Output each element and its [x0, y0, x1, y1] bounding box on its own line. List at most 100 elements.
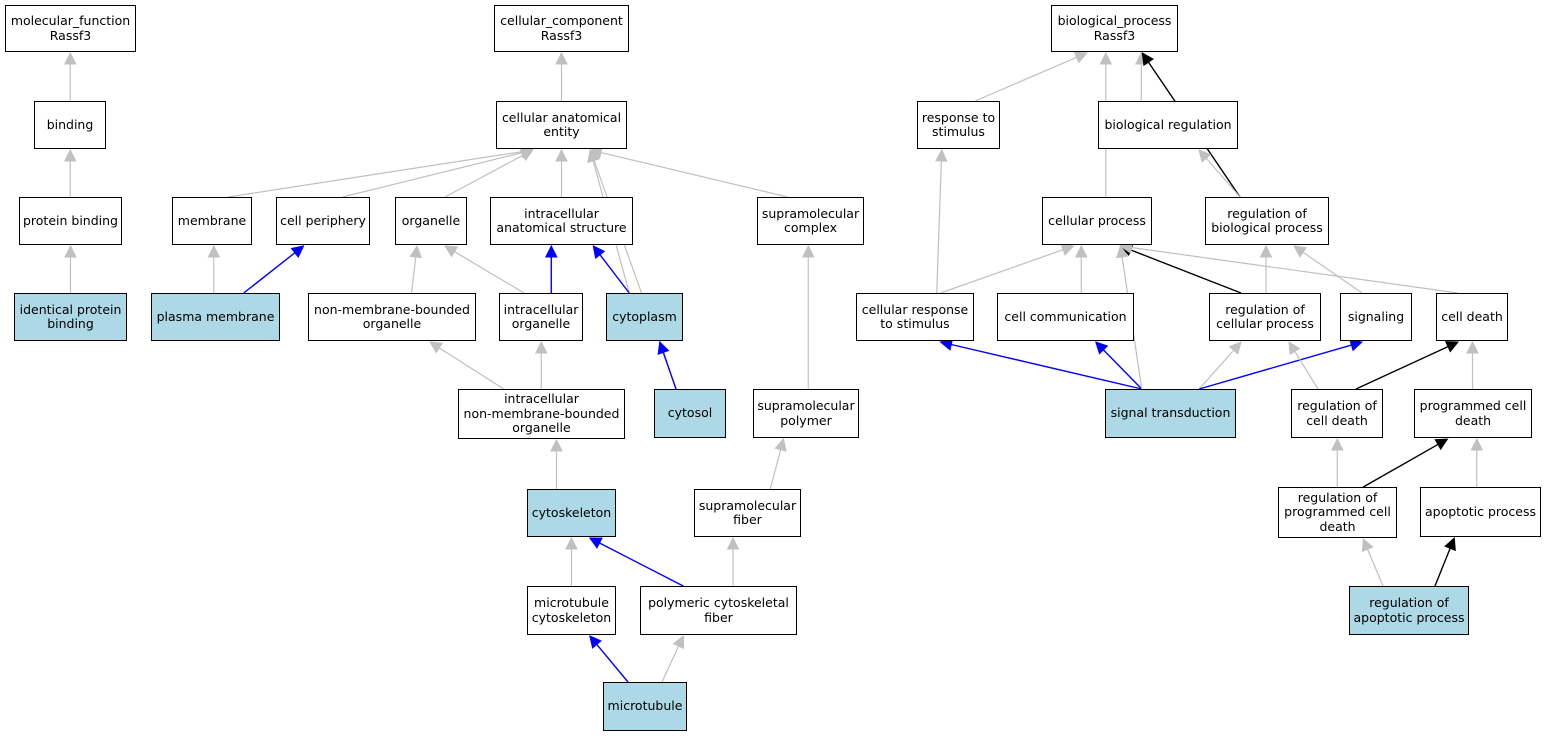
edge-cell_periphery-to-cellular_anatomical_entity: [342, 152, 523, 198]
node-microtubule: microtubule: [603, 682, 687, 731]
edge-non_membrane_bounded_organelle-to-organelle: [410, 256, 417, 294]
node-supramolecular-complex: supramolecular complex: [757, 197, 864, 245]
arrowhead-regulation_of_cellular_process-to-regulation_of_biological_process: [1259, 244, 1273, 258]
edge-regulation_of_cell_death-to-regulation_of_cellular_process: [1294, 351, 1319, 390]
edge-microtubule-to-microtubule_cytoskeleton: [596, 644, 629, 683]
node-supramolecular-fiber: supramolecular fiber: [694, 489, 801, 537]
arrowhead-intracellular_nmb_organelle-to-non_membrane_bounded_organelle: [429, 341, 444, 354]
node-regulation-of-biological-process: regulation of biological process: [1205, 197, 1329, 245]
arrowhead-microtubule-to-polymeric_cytoskeletal_fiber: [672, 634, 685, 650]
edge-signal_transduction-to-signaling: [1199, 344, 1352, 390]
edge-regulation_of_cellular_process-to-cellular_process: [1130, 249, 1242, 294]
arrowhead-polymeric_cytoskeletal_fiber-to-cytoskeleton: [588, 537, 603, 549]
node-apoptotic-process: apoptotic process: [1420, 487, 1541, 537]
arrowhead-polymeric_cytoskeletal_fiber-to-supramolecular_fiber: [726, 536, 740, 550]
arrowhead-microtubule-to-microtubule_cytoskeleton: [589, 635, 602, 649]
edge-cellular_response_to_stimulus-to-cellular_process: [940, 249, 1064, 294]
node-programmed-cell-death: programmed cell death: [1414, 389, 1532, 438]
arrowhead-microtubule_cytoskeleton-to-cytoskeleton: [565, 536, 578, 550]
node-cellular-process: cellular process: [1042, 197, 1152, 245]
node-cytosol: cytosol: [654, 389, 726, 438]
arrowhead-plasma_membrane-to-membrane: [207, 244, 221, 258]
edge-signal_transduction-to-cell_communication: [1102, 349, 1143, 390]
edge-signal_transduction-to-cellular_response_to_stimulus: [951, 343, 1142, 390]
edge-polymeric_cytoskeletal_fiber-to-cytoskeleton: [599, 542, 684, 587]
node-organelle: organelle: [395, 197, 467, 245]
edge-supramolecular_fiber-to-supramolecular_polymer: [769, 449, 782, 490]
node-regulation-of-cell-death: regulation of cell death: [1291, 389, 1383, 438]
node-biological-regulation: biological regulation: [1098, 101, 1238, 149]
arrowhead-cellular_process-to-bp_root: [1099, 51, 1113, 65]
node-mf-root: molecular_function Rassf3: [5, 5, 136, 52]
node-membrane: membrane: [172, 197, 252, 245]
edge-organelle-to-cellular_anatomical_entity: [444, 154, 524, 198]
arrowhead-regulation_of_cell_death-to-cell_death: [1444, 341, 1460, 353]
arrowhead-regulation_of_apoptotic_process-to-apoptotic_process: [1444, 536, 1456, 552]
arrowhead-non_membrane_bounded_organelle-to-organelle: [409, 244, 422, 259]
node-supramolecular-polymer: supramolecular polymer: [753, 389, 859, 438]
node-plasma-membrane: plasma membrane: [151, 293, 280, 341]
edge-cellular_response_to_stimulus-to-response_to_stimulus: [936, 160, 942, 294]
node-non-membrane-bounded-organelle: non-membrane-bounded organelle: [308, 293, 476, 341]
arrowhead-cytoskeleton-to-intracellular_nmb_organelle: [550, 438, 563, 452]
arrowhead-intracellular_anatomical_structure-to-cellular_anatomical_entity: [555, 148, 568, 162]
arrowhead-regulation_of_programmed_cell_death-to-regulation_of_cell_death: [1330, 437, 1344, 451]
arrowhead-cellular_response_to_stimulus-to-response_to_stimulus: [935, 148, 948, 162]
edge-regulation_of_apoptotic_process-to-apoptotic_process: [1434, 547, 1451, 587]
edge-microtubule-to-polymeric_cytoskeletal_fiber: [661, 645, 680, 683]
node-cellular-anatomical-entity: cellular anatomical entity: [496, 101, 627, 149]
node-cell-communication: cell communication: [997, 293, 1134, 341]
node-binding: binding: [34, 101, 106, 149]
arrowhead-regulation_of_biological_process-to-bp_root: [1141, 52, 1154, 67]
node-polymeric-cytoskeletal-fiber: polymeric cytoskeletal fiber: [640, 586, 797, 635]
arrowhead-binding-to-mf_root: [63, 51, 77, 65]
edge-signal_transduction-to-regulation_of_cellular_process: [1198, 349, 1235, 390]
arrowhead-signaling-to-regulation_of_biological_process: [1293, 245, 1308, 258]
edge-regulation_of_programmed_cell_death-to-programmed_cell_death: [1362, 443, 1439, 488]
node-signaling: signaling: [1340, 293, 1412, 341]
node-cell-death: cell death: [1436, 293, 1508, 341]
arrowhead-response_to_stimulus-to-bp_root: [1073, 51, 1088, 64]
arrowhead-apoptotic_process-to-programmed_cell_death: [1470, 437, 1484, 451]
node-identical-protein-binding: identical protein binding: [14, 293, 127, 341]
arrowhead-supramolecular_fiber-to-supramolecular_polymer: [774, 437, 787, 452]
arrowhead-intracellular_nmb_organelle-to-intracellular_organelle: [534, 340, 548, 354]
arrowhead-identical_protein_binding-to-protein_binding: [64, 244, 77, 258]
arrowhead-signal_transduction-to-cell_communication: [1095, 341, 1109, 355]
edge-regulation_of_cell_death-to-cell_death: [1355, 345, 1449, 390]
node-protein-binding: protein binding: [19, 197, 122, 245]
edge-signaling-to-regulation_of_biological_process: [1302, 251, 1363, 294]
node-bp-root: biological_process Rassf3: [1051, 5, 1178, 52]
edge-regulation_of_apoptotic_process-to-regulation_of_programmed_cell_death: [1366, 548, 1384, 587]
node-cellular-response-to-stimulus: cellular response to stimulus: [856, 293, 974, 341]
arrowhead-cytosol-to-cytoplasm: [657, 340, 670, 355]
node-regulation-of-cellular-process: regulation of cellular process: [1209, 293, 1321, 341]
arrowhead-regulation_of_biological_process-to-biological_regulation: [1198, 149, 1212, 163]
edge-cytoplasm-to-intracellular_anatomical_structure: [599, 254, 630, 294]
arrowhead-cell_communication-to-cellular_process: [1074, 244, 1088, 258]
node-cytoskeleton: cytoskeleton: [527, 489, 616, 537]
arrowhead-cellular_anatomical_entity-to-cc_root: [555, 51, 568, 65]
arrowhead-cellular_response_to_stimulus-to-cellular_process: [1060, 243, 1075, 256]
arrowhead-cytosol-to-cellular_anatomical_entity: [588, 148, 601, 163]
arrowhead-supramolecular_polymer-to-supramolecular_complex: [801, 244, 815, 258]
edge-membrane-to-cellular_anatomical_entity: [227, 151, 522, 198]
arrowhead-signal_transduction-to-regulation_of_cellular_process: [1228, 341, 1242, 355]
node-regulation-of-programmed-cell-death: regulation of programmed cell death: [1278, 487, 1397, 538]
arrowhead-organelle-to-cellular_anatomical_entity: [519, 149, 534, 161]
node-microtubule-cytoskeleton: microtubule cytoskeleton: [527, 586, 616, 635]
edge-intracellular_organelle-to-organelle: [454, 251, 525, 294]
arrowhead-protein_binding-to-binding: [63, 148, 77, 162]
arrowhead-regulation_of_cell_death-to-regulation_of_cellular_process: [1288, 341, 1301, 356]
node-regulation-of-apoptotic-process: regulation of apoptotic process: [1349, 586, 1469, 635]
node-intracellular-nmb-organelle: intracellular non-membrane-bounded organ…: [458, 389, 625, 439]
node-cytoplasm: cytoplasm: [606, 293, 683, 341]
node-cc-root: cellular_component Rassf3: [494, 5, 629, 52]
node-signal-transduction: signal transduction: [1105, 389, 1236, 438]
edge-intracellular_nmb_organelle-to-non_membrane_bounded_organelle: [438, 347, 505, 390]
arrowhead-regulation_of_programmed_cell_death-to-programmed_cell_death: [1434, 438, 1449, 451]
arrowhead-intracellular_organelle-to-organelle: [444, 245, 459, 258]
edge-response_to_stimulus-to-bp_root: [975, 56, 1077, 102]
